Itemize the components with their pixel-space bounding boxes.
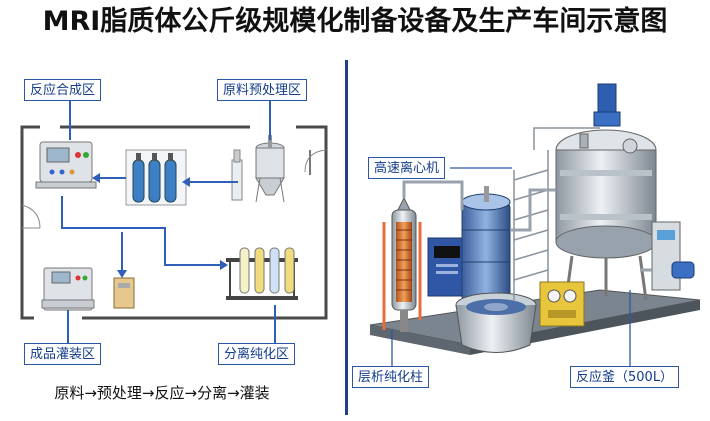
separation-rack-icon	[226, 247, 298, 300]
label-product-filling-area: 成品灌装区	[24, 343, 102, 365]
right-cabinet-icon	[651, 221, 695, 291]
blue-tank-icon	[461, 186, 511, 303]
label-reactor: 反应釜（500L）	[570, 366, 680, 388]
yellow-control-box-icon	[539, 281, 585, 327]
equipment-platform	[369, 289, 701, 355]
centrifuge-icon	[455, 292, 537, 353]
label-high-speed-centrifuge: 高速离心机	[368, 157, 446, 179]
pretreatment-tank-icon	[231, 135, 285, 203]
control-panel-icon	[35, 141, 97, 189]
filling-machine-icon	[41, 267, 95, 311]
process-flow-arrows	[61, 99, 276, 345]
chromatography-column-icon	[382, 196, 422, 332]
small-cabinet-icon	[113, 277, 135, 309]
reactor-icon	[555, 83, 657, 301]
door-arc-right	[304, 149, 327, 173]
gas-cylinders-icon	[125, 149, 187, 206]
door-arc-left	[21, 204, 41, 229]
floor-plan-walls	[20, 125, 328, 320]
label-raw-material-pretreatment-area: 原料预处理区	[217, 79, 308, 101]
blue-cabinet-icon	[427, 237, 467, 297]
process-pipes	[402, 180, 652, 272]
panel-divider	[345, 60, 348, 415]
page-title: MRI脂质体公斤级规模化制备设备及生产车间示意图	[42, 6, 668, 37]
floor-plan-diagram	[20, 99, 328, 345]
access-stairs-icon	[513, 127, 600, 300]
label-chromatography-column: 层析纯化柱	[352, 366, 430, 388]
label-reaction-synthesis-area: 反应合成区	[24, 79, 102, 101]
process-flow-text: 原料→预处理→反应→分离→灌装	[54, 384, 270, 402]
label-separation-purification-area: 分离纯化区	[218, 343, 296, 365]
